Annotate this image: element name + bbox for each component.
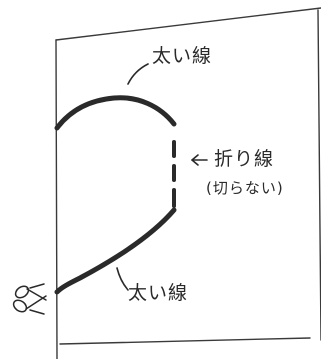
leader-line-top — [127, 63, 149, 85]
fold-line-label: 折り線 — [214, 148, 275, 170]
paper-left-edge — [55, 39, 58, 359]
paper-sheet — [55, 7, 321, 359]
paper-bottom-edge — [59, 337, 311, 345]
fold-line-note: (切らない) — [206, 179, 284, 197]
paper-top-edge — [55, 7, 321, 41]
thick-line-label-bottom: 太い線 — [128, 282, 189, 304]
leader-line-bottom — [116, 267, 129, 291]
thick-cut-line-upper — [54, 95, 177, 131]
thick-line-label-top: 太い線 — [152, 45, 213, 67]
scissors-icon — [12, 283, 47, 315]
left-arrow-icon — [191, 154, 208, 166]
thick-cut-line-lower — [54, 207, 177, 295]
